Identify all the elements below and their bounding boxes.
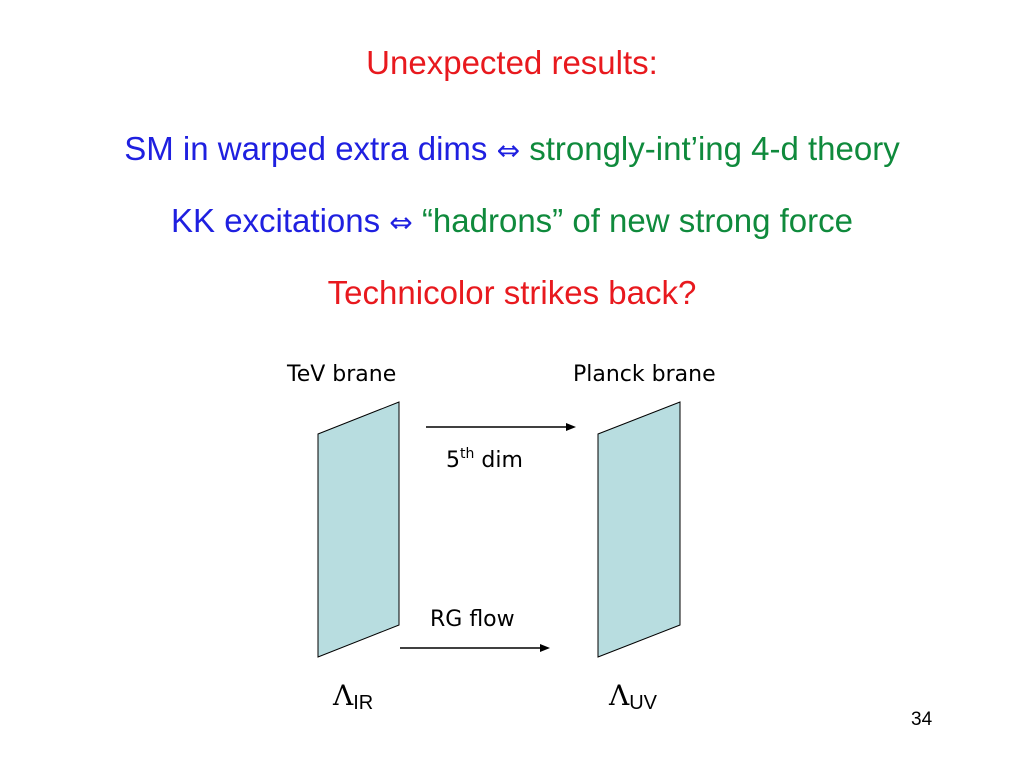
technicolor-statement: Technicolor strikes back? <box>327 274 697 311</box>
dim-number: 5 <box>446 448 460 473</box>
lambda-symbol: Λ <box>333 679 354 712</box>
strong-theory-text: strongly-int’ing 4-d theory <box>529 130 900 167</box>
tev-brane-shape <box>317 401 400 658</box>
dim-word: dim <box>481 448 523 473</box>
tev-brane-label: TeV brane <box>287 362 397 387</box>
hadrons-text: “hadrons” of new strong force <box>421 202 853 239</box>
kk-excitations-text: KK excitations <box>171 202 381 239</box>
fifth-dim-arrow <box>426 423 576 431</box>
planck-brane-shape <box>597 401 681 658</box>
rg-flow-arrow <box>400 644 550 652</box>
page-number: 34 <box>911 709 933 730</box>
warped-dims-text: SM in warped extra dims <box>124 130 488 167</box>
lambda-symbol: Λ <box>609 679 630 712</box>
planck-brane-label: Planck brane <box>573 362 716 387</box>
fifth-dim-label: 5th dim <box>446 446 523 473</box>
slide-title: Unexpected results: <box>366 44 658 81</box>
uv-subscript: UV <box>629 692 658 714</box>
lambda-uv-label: ΛUV <box>609 679 657 715</box>
equivalence-arrow-icon: ⇔ <box>389 206 413 239</box>
lambda-ir-label: ΛIR <box>333 679 373 715</box>
dim-ordinal-suffix: th <box>460 446 475 462</box>
statement-warped-dims: SM in warped extra dims ⇔ strongly-int’i… <box>0 130 1024 168</box>
statement-kk-excitations: KK excitations ⇔ “hadrons” of new strong… <box>0 202 1024 240</box>
equivalence-arrow-icon: ⇔ <box>496 134 521 167</box>
rg-flow-label: RG flow <box>430 607 515 632</box>
ir-subscript: IR <box>353 692 374 714</box>
